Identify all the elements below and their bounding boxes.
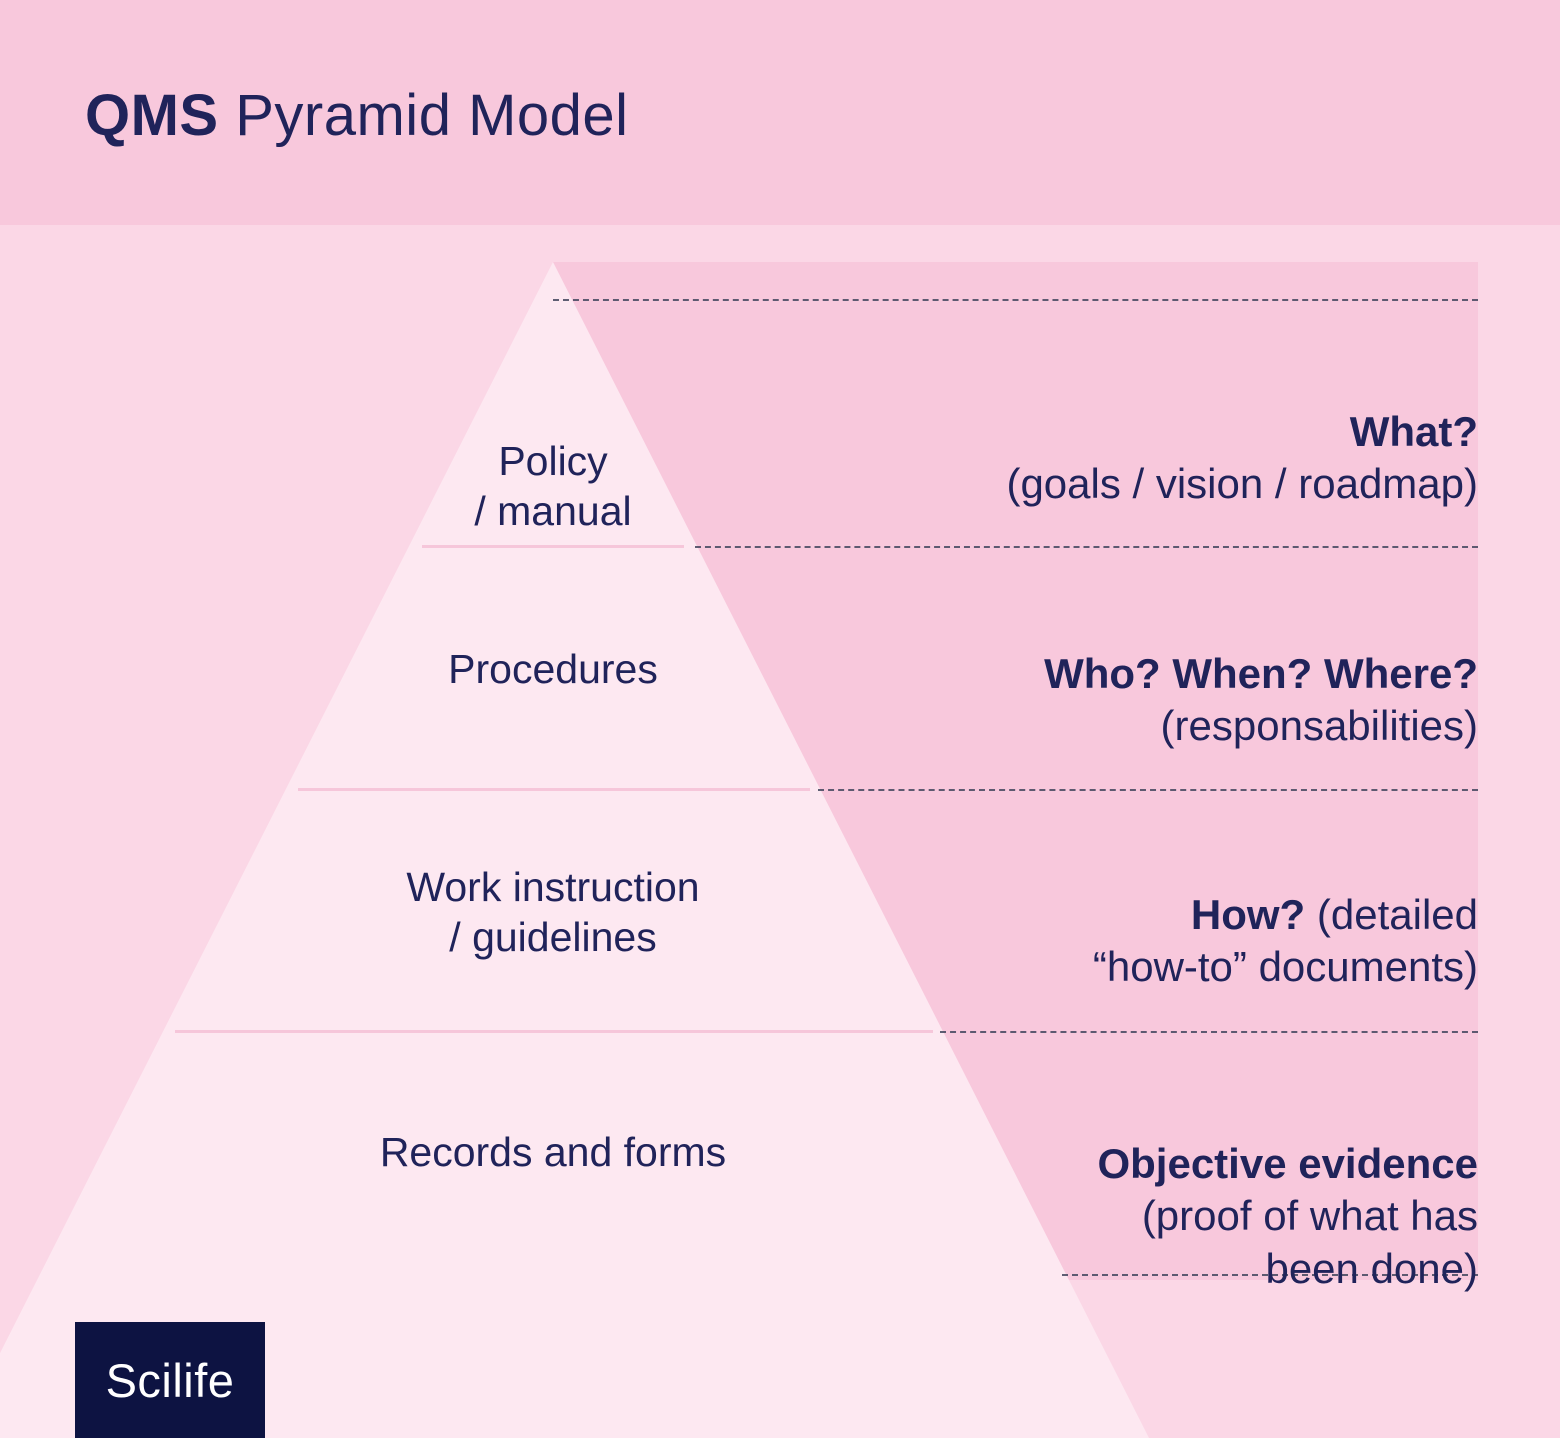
annotation-evidence-rest: (proof of what has been done) — [1141, 1192, 1478, 1292]
annotation-evidence-bold: Objective evidence — [1097, 1139, 1478, 1187]
level-label-records-forms: Records and forms — [379, 1129, 727, 1175]
dashed-separator-2 — [695, 546, 1478, 548]
page-title-bold: QMS — [85, 83, 219, 148]
annotation-who-rest: (responsabilities) — [1160, 702, 1478, 749]
annotation-how-bold: How? — [1190, 890, 1306, 938]
dashed-separator-5 — [1062, 1274, 1478, 1276]
annotation-how: How? (detailed “how-to” documents) — [838, 836, 1478, 994]
annotation-how-rest: (detailed “how-to” documents) — [1092, 890, 1478, 991]
dashed-separator-1 — [553, 299, 1478, 301]
annotation-what-rest: (goals / vision / roadmap) — [1006, 460, 1478, 507]
scilife-logo: Scilife — [75, 1322, 265, 1438]
level-label-procedures: Procedures — [448, 646, 658, 692]
scilife-logo-text: Scilife — [105, 1353, 235, 1407]
annotation-who-bold: Who? When? Where? — [1044, 649, 1478, 697]
annotation-what-bold: What? — [1349, 407, 1478, 455]
dashed-separator-3 — [818, 789, 1478, 791]
level-label-work-instruction: Work instruction / guidelines — [406, 864, 700, 961]
annotation-who-when-where: Who? When? Where? (responsabilities) — [838, 595, 1478, 753]
pyramid-separator-2 — [298, 788, 810, 791]
page-title: QMS Pyramid Model — [85, 84, 629, 148]
pyramid-separator-3 — [175, 1030, 933, 1033]
dashed-separator-4 — [940, 1031, 1478, 1033]
pyramid-separator-1 — [422, 545, 684, 548]
annotation-objective-evidence: Objective evidence (proof of what has be… — [838, 1085, 1478, 1295]
header-band — [0, 0, 1560, 225]
page-title-rest: Pyramid Model — [218, 83, 629, 148]
annotation-what: What? (goals / vision / roadmap) — [838, 353, 1478, 511]
level-label-policy-manual: Policy / manual — [474, 438, 632, 535]
